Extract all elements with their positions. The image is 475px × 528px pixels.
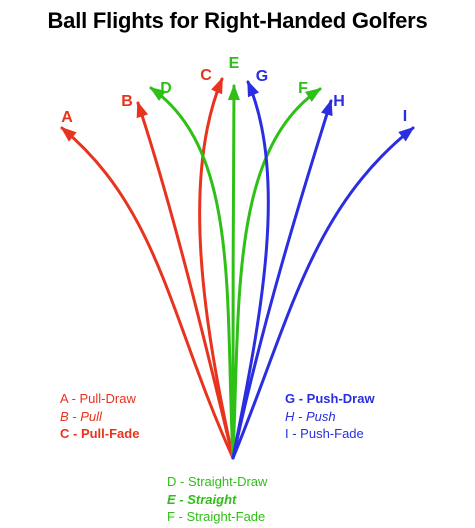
arrowhead-c xyxy=(211,77,223,95)
flight-path-g xyxy=(231,80,270,460)
flight-path-f xyxy=(231,87,322,460)
flight-label-a: A xyxy=(61,109,73,126)
flight-label-h: H xyxy=(333,93,345,110)
flight-label-e: E xyxy=(229,55,240,72)
flight-path-b xyxy=(136,101,235,460)
legend-item-b: B - Pull xyxy=(60,408,102,424)
diagram-title: Ball Flights for Right-Handed Golfers xyxy=(47,8,428,33)
flight-label-i: I xyxy=(403,108,407,125)
flight-label-d: D xyxy=(160,80,172,97)
legend-item-e: E - Straight xyxy=(167,491,237,507)
arrowhead-f xyxy=(305,87,322,102)
arrowhead-e xyxy=(227,84,240,101)
legend-straight: D - Straight-Draw E - Straight F - Strai… xyxy=(167,473,267,526)
arrowhead-a xyxy=(60,126,77,142)
legend-item-h: H - Push xyxy=(285,408,336,424)
legend-item-d: D - Straight-Draw xyxy=(167,474,268,489)
arrowhead-d xyxy=(149,86,166,101)
legend-push: G - Push-Draw H - Push I - Push-Fade xyxy=(285,390,375,443)
flight-path-c xyxy=(198,77,235,460)
flight-path-d xyxy=(149,86,235,460)
flight-label-f: F xyxy=(298,80,308,97)
flight-path-e xyxy=(231,84,236,460)
arrowhead-b xyxy=(136,101,149,119)
flight-label-b: B xyxy=(121,93,133,110)
legend-item-c: C - Pull-Fade xyxy=(60,426,140,441)
legend-item-a: A - Pull-Draw xyxy=(60,391,136,406)
legend-item-f: F - Straight-Fade xyxy=(167,509,266,524)
flight-label-g: G xyxy=(256,68,268,85)
flight-path-a xyxy=(60,126,235,460)
legend-item-i: I - Push-Fade xyxy=(285,426,364,441)
arrowhead-g xyxy=(247,80,260,98)
legend-pull: A - Pull-Draw B - Pull C - Pull-Fade xyxy=(60,390,139,443)
arrowhead-h xyxy=(321,99,333,117)
flight-path-i xyxy=(231,126,415,460)
flight-path-h xyxy=(231,99,333,460)
flight-label-c: C xyxy=(200,67,212,84)
legend-item-g: G - Push-Draw xyxy=(285,391,375,406)
arrowhead-i xyxy=(398,126,415,142)
